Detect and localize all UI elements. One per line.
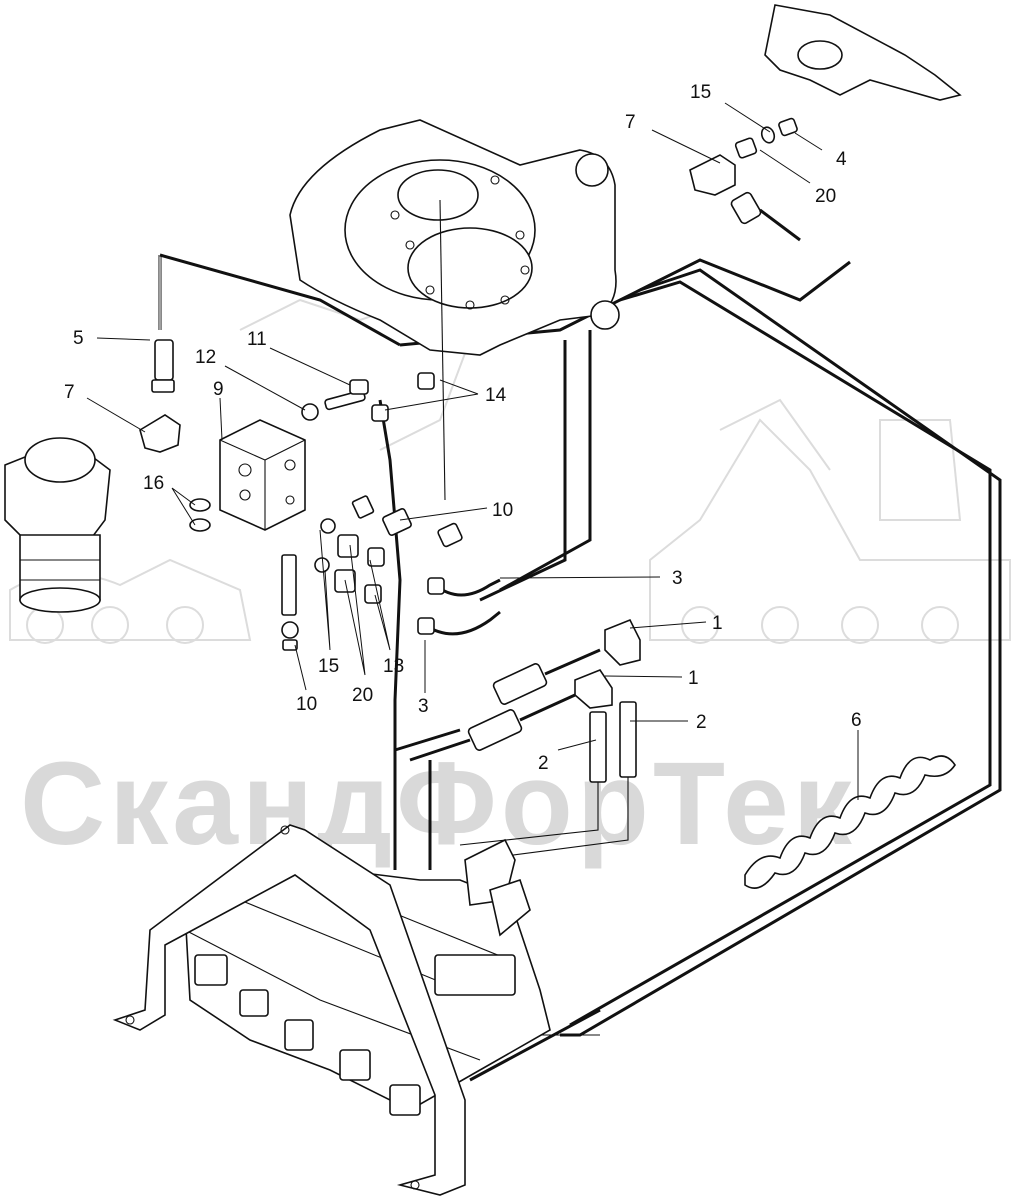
turntable-housing bbox=[289, 119, 620, 501]
callout-16: 16 bbox=[143, 473, 165, 494]
callout-3-right: 3 bbox=[672, 568, 683, 589]
callout-5: 5 bbox=[73, 328, 84, 349]
callout-9: 9 bbox=[213, 379, 224, 400]
callout-15-bottom: 15 bbox=[318, 656, 340, 677]
upper-fittings bbox=[689, 117, 801, 242]
callout-7-top: 7 bbox=[625, 112, 636, 133]
callout-4: 4 bbox=[836, 149, 847, 170]
hoses-item-3 bbox=[417, 577, 501, 636]
leader-lines bbox=[86, 102, 859, 800]
mounting-frame bbox=[112, 824, 466, 1196]
callout-15-top: 15 bbox=[690, 82, 712, 103]
spiral-hose-guard bbox=[744, 755, 956, 889]
valve-block bbox=[219, 419, 306, 531]
callout-1-lower: 1 bbox=[688, 668, 699, 689]
callout-3-bottom: 3 bbox=[418, 696, 429, 717]
small-fittings bbox=[139, 339, 463, 651]
callout-10-right: 10 bbox=[492, 500, 514, 521]
callout-2-right: 2 bbox=[696, 712, 707, 733]
callout-6: 6 bbox=[851, 710, 862, 731]
hose-routing-lines bbox=[158, 253, 1002, 1082]
callout-1-upper: 1 bbox=[712, 613, 723, 634]
callout-2-left: 2 bbox=[538, 753, 549, 774]
callout-20-top: 20 bbox=[815, 186, 837, 207]
hydraulic-motor bbox=[4, 437, 111, 613]
callout-10-bottom: 10 bbox=[296, 694, 318, 715]
callout-20-bottom: 20 bbox=[352, 685, 374, 706]
watermark-brand-text: СкандФорТек bbox=[20, 738, 856, 870]
callout-12: 12 bbox=[195, 347, 217, 368]
callout-14: 14 bbox=[485, 385, 507, 406]
callout-11: 11 bbox=[247, 329, 267, 350]
callout-7-left: 7 bbox=[64, 382, 75, 403]
upper-mount-bracket bbox=[764, 4, 962, 101]
elbows-and-adapters bbox=[459, 618, 641, 861]
callout-13: 13 bbox=[383, 656, 405, 677]
